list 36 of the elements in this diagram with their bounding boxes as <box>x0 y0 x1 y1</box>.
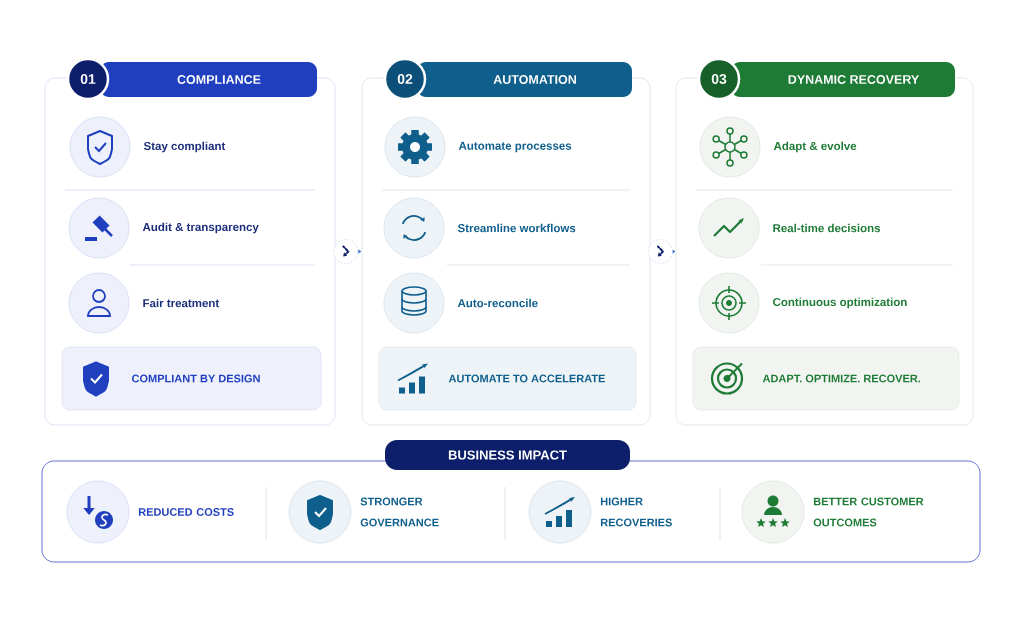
icon-circle <box>66 480 130 544</box>
item-label: Continuous optimization <box>773 297 907 309</box>
item-label: Adapt & evolve <box>773 141 857 153</box>
callout-box: AUTOMATE TO ACCELERATE <box>378 346 637 411</box>
number-badge: 02 <box>383 57 427 101</box>
icon-circle <box>69 116 131 178</box>
callout-box: ADAPT. OPTIMIZE. RECOVER. <box>692 346 960 411</box>
item-label: Streamline workflows <box>457 223 576 233</box>
item-label: Automate processes <box>458 141 572 153</box>
item-label: Audit & transparency <box>142 222 259 234</box>
item-label: Real-time decisions <box>773 223 881 233</box>
item-label: Stay compliant <box>143 141 226 153</box>
arrow <box>333 239 362 264</box>
number-badge: 01 <box>66 57 110 101</box>
icon-circle <box>383 197 445 259</box>
icon-circle <box>528 480 592 544</box>
impact-label: BETTER CUSTOMER OUTCOMES <box>813 497 924 527</box>
impact-label: REDUCED COSTS <box>138 508 234 516</box>
icon-circle <box>698 272 760 334</box>
item-label: Auto-reconcile <box>457 298 538 308</box>
icon-circle <box>68 197 130 259</box>
icon-circle <box>68 272 130 334</box>
impact-label: STRONGER GOVERNANCE <box>360 497 439 527</box>
callout-box: COMPLIANT BY DESIGN <box>61 346 322 411</box>
header-pill: AUTOMATION <box>417 62 632 97</box>
icon-circle <box>741 480 805 544</box>
arrow <box>648 239 676 264</box>
icon-circle <box>698 197 760 259</box>
header-pill: COMPLIANCE <box>100 62 317 97</box>
item-label: Fair treatment <box>143 298 220 308</box>
icon-circle <box>383 272 445 334</box>
header-pill: BUSINESS IMPACT <box>385 440 630 470</box>
number-badge: 03 <box>697 57 741 101</box>
icon-circle <box>699 116 761 178</box>
header-pill: DYNAMIC RECOVERY <box>731 62 955 97</box>
impact-label: HIGHER RECOVERIES <box>600 497 672 527</box>
